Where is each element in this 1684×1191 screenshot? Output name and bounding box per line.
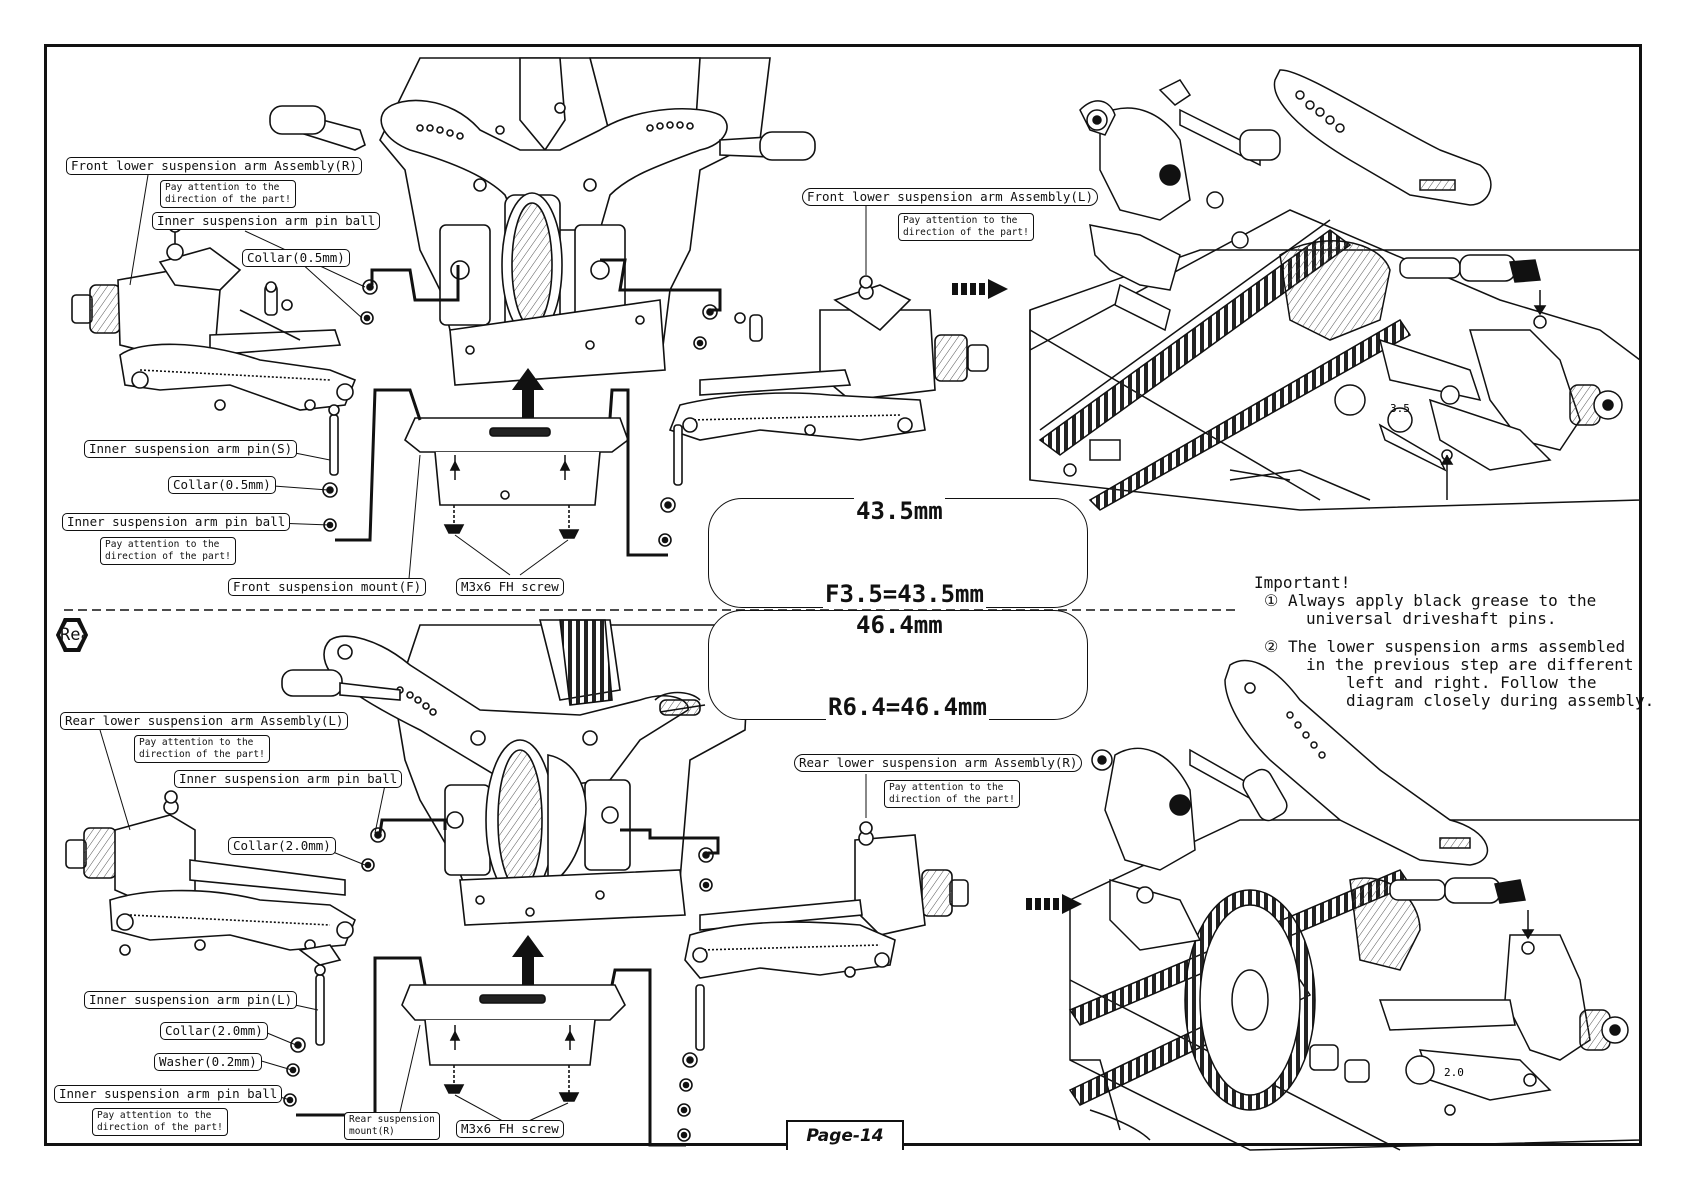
label-front-inner-pin-ball-bottom: Inner suspension arm pin ball bbox=[62, 513, 291, 531]
label-rear-arm-l: Rear lower suspension arm Assembly(L) bbox=[60, 712, 349, 730]
label-rear-washer: Washer(0.2mm) bbox=[154, 1053, 262, 1071]
important-title: Important! bbox=[1254, 573, 1351, 592]
important-item-1-number: ① bbox=[1264, 591, 1279, 610]
label-rear-collar-bottom: Collar(2.0mm) bbox=[160, 1022, 268, 1040]
note-front-bottom: Pay attention to the direction of the pa… bbox=[100, 537, 236, 565]
label-front-mount: Front suspension mount(F) bbox=[228, 578, 427, 596]
label-front-inner-pin-ball-top: Inner suspension arm pin ball bbox=[152, 212, 381, 230]
label-front-arm-l: Front lower suspension arm Assembly(L) bbox=[802, 188, 1098, 206]
front-up-arrow bbox=[512, 368, 544, 418]
label-rear-inner-pin-ball-top: Inner suspension arm pin ball bbox=[174, 770, 403, 788]
rear-hardware-right bbox=[677, 847, 714, 1142]
rear-assembly-title: Rear Assembly bbox=[60, 622, 84, 648]
rear-right-arm-assembly bbox=[684, 821, 969, 979]
label-rear-inner-pin-ball-bottom: Inner suspension arm pin ball bbox=[54, 1085, 283, 1103]
rear-iso-view bbox=[1068, 659, 1641, 1151]
important-item-2-line-3: left and right. Follow the bbox=[1346, 673, 1597, 692]
front-suspension-mount bbox=[404, 417, 629, 539]
note-rear-left: Pay attention to the direction of the pa… bbox=[134, 735, 270, 763]
rear-hardware-left bbox=[283, 827, 386, 1107]
label-front-collar-bottom: Collar(0.5mm) bbox=[168, 476, 276, 494]
note-front-left: Pay attention to the direction of the pa… bbox=[160, 180, 296, 208]
rear-chassis bbox=[281, 619, 751, 926]
important-item-2-line-4: diagram closely during assembly. bbox=[1346, 691, 1655, 710]
front-progress-arrow bbox=[952, 279, 1008, 299]
important-item-2-line-2: in the previous step are different bbox=[1306, 655, 1634, 674]
label-front-collar-top: Collar(0.5mm) bbox=[242, 249, 350, 267]
page-number: Page-14 bbox=[786, 1120, 904, 1150]
label-front-arm-r: Front lower suspension arm Assembly(R) bbox=[66, 157, 362, 175]
rear-shim-value: 2.0 bbox=[1444, 1066, 1464, 1079]
front-shim-value: 3.5 bbox=[1390, 402, 1410, 415]
rear-suspension-mount bbox=[401, 984, 626, 1102]
label-rear-screw: M3x6 FH screw bbox=[456, 1120, 564, 1138]
front-shim-dimension: 43.5mm bbox=[854, 497, 945, 525]
important-item-2: ② The lower suspension arms assembled in… bbox=[1254, 638, 1654, 710]
note-rear-bottom: Pay attention to the direction of the pa… bbox=[92, 1108, 228, 1136]
front-chassis bbox=[269, 57, 816, 386]
front-hardware-left bbox=[322, 279, 378, 532]
label-front-screw: M3x6 FH screw bbox=[456, 578, 564, 596]
rear-progress-arrow bbox=[1026, 894, 1082, 914]
important-item-2-line-1: The lower suspension arms assembled bbox=[1287, 637, 1626, 656]
label-front-inner-pin-s: Inner suspension arm pin(S) bbox=[84, 440, 298, 458]
rear-left-arm-assembly bbox=[65, 790, 356, 966]
front-routing-lines bbox=[335, 258, 722, 557]
front-right-arm-assembly bbox=[668, 275, 989, 441]
front-hardware-right bbox=[658, 304, 718, 547]
label-rear-arm-r: Rear lower suspension arm Assembly(R) bbox=[794, 754, 1083, 772]
front-iso-view bbox=[1029, 69, 1641, 511]
important-item-2-number: ② bbox=[1264, 637, 1279, 656]
note-rear-right: Pay attention to the direction of the pa… bbox=[884, 780, 1020, 808]
front-shim-formula: F3.5=43.5mm bbox=[823, 580, 986, 608]
important-notes: Important! ① Always apply black grease t… bbox=[1254, 574, 1654, 710]
rear-up-arrow bbox=[512, 935, 544, 985]
important-item-1: ① Always apply black grease to the unive… bbox=[1254, 592, 1654, 628]
rear-shim-formula: R6.4=46.4mm bbox=[826, 693, 989, 721]
label-rear-mount: Rear suspension mount(R) bbox=[344, 1112, 440, 1140]
rear-shim-dimension: 46.4mm bbox=[854, 611, 945, 639]
label-rear-collar-top: Collar(2.0mm) bbox=[228, 837, 336, 855]
label-rear-inner-pin-l: Inner suspension arm pin(L) bbox=[84, 991, 298, 1009]
note-front-right: Pay attention to the direction of the pa… bbox=[898, 213, 1034, 241]
important-item-1-line-1: Always apply black grease to the bbox=[1287, 591, 1597, 610]
important-item-1-line-2: universal driveshaft pins. bbox=[1306, 609, 1557, 628]
